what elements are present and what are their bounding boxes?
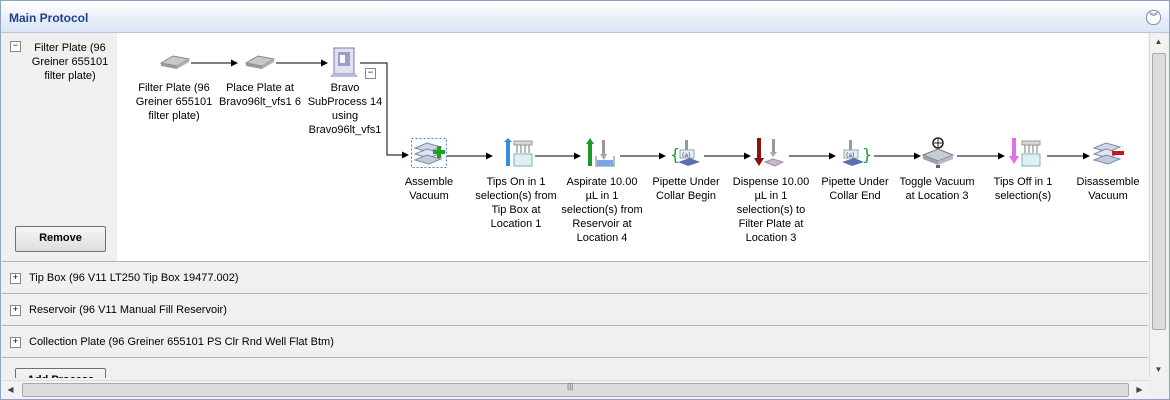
- node-label: Aspirate 10.00 µL in 1 selection(s) from…: [561, 176, 643, 244]
- svg-text:{: {: [670, 145, 680, 164]
- node-label: Tips Off in 1 selection(s): [993, 176, 1053, 202]
- process-row-collection-plate[interactable]: + Collection Plate (96 Greiner 655101 PS…: [2, 325, 1148, 356]
- title-bar: Main Protocol ︾: [1, 1, 1169, 33]
- node-label: Filter Plate (96 Greiner 655101 filter p…: [135, 82, 213, 122]
- add-process-area: Add Process: [2, 357, 1148, 378]
- expand-toggle-icon[interactable]: +: [10, 273, 21, 284]
- scroll-left-icon[interactable]: ◀: [7, 385, 14, 394]
- node-label: Dispense 10.00 µL in 1 selection(s) to F…: [732, 176, 810, 244]
- pipette-begin-icon[interactable]: { (a): [668, 138, 702, 168]
- toggle-vacuum-icon[interactable]: [920, 137, 956, 169]
- window-title: Main Protocol: [9, 11, 89, 25]
- process-row-reservoir[interactable]: + Reservoir (96 V11 Manual Fill Reservoi…: [2, 293, 1148, 324]
- svg-text:(a): (a): [846, 152, 854, 159]
- node-label: Tips On in 1 selection(s) from Tip Box a…: [475, 176, 557, 230]
- node-label: Pipette Under Collar Begin: [652, 176, 720, 202]
- process-header-panel: − Filter Plate (96 Greiner 655101 filter…: [2, 33, 117, 261]
- process-row-label: Tip Box (96 V11 LT250 Tip Box 19477.002): [29, 272, 239, 284]
- scroll-down-icon[interactable]: ▼: [1154, 365, 1163, 374]
- process-row-tip-box[interactable]: + Tip Box (96 V11 LT250 Tip Box 19477.00…: [2, 261, 1148, 292]
- plate-icon[interactable]: [159, 53, 191, 71]
- node-label: Toggle Vacuum at Location 3: [899, 176, 975, 202]
- pipette-end-icon[interactable]: (a) }: [838, 138, 872, 168]
- process-row-label: Reservoir (96 V11 Manual Fill Reservoir): [29, 304, 227, 316]
- scroll-right-icon[interactable]: ▶: [1136, 385, 1143, 394]
- node-label: Place Plate at Bravo96lt_vfs1 6: [219, 82, 301, 108]
- expand-toggle-icon[interactable]: +: [10, 305, 21, 316]
- horizontal-scroll-thumb[interactable]: [22, 383, 1129, 397]
- process-row-label: Collection Plate (96 Greiner 655101 PS C…: [29, 336, 334, 348]
- section-toggle-icon[interactable]: −: [10, 41, 21, 52]
- scroll-grip-icon: |||: [567, 382, 574, 391]
- aspirate-icon[interactable]: [584, 138, 618, 168]
- scroll-up-icon[interactable]: ▲: [1154, 37, 1163, 46]
- dispense-icon[interactable]: [753, 138, 787, 168]
- svg-text:}: }: [862, 145, 872, 164]
- node-label: Bravo SubProcess 14 using Bravo96lt_vfs1: [307, 82, 383, 136]
- process-label: Filter Plate (96 Greiner 655101 filter p…: [31, 42, 109, 82]
- process-canvas: Filter Plate (96 Greiner 655101 filter p…: [117, 33, 1148, 261]
- protocol-content: − Filter Plate (96 Greiner 655101 filter…: [2, 33, 1148, 378]
- node-label: Pipette Under Collar End: [821, 176, 889, 202]
- disassemble-vacuum-icon[interactable]: [1090, 138, 1126, 168]
- flow-arrow: [360, 62, 409, 159]
- tips-off-icon[interactable]: [1006, 138, 1042, 168]
- collapse-chevron-icon[interactable]: ︾: [1146, 10, 1161, 25]
- node-label: Disassemble Vacuum: [1076, 176, 1140, 202]
- expand-toggle-icon[interactable]: +: [10, 337, 21, 348]
- node-label: Assemble Vacuum: [404, 176, 454, 202]
- tips-on-icon[interactable]: [498, 138, 534, 168]
- assemble-vacuum-icon[interactable]: [411, 138, 447, 168]
- flow-arrows: [191, 59, 1090, 160]
- add-process-button[interactable]: Add Process: [15, 368, 106, 378]
- vertical-scroll-thumb[interactable]: [1152, 53, 1166, 330]
- remove-button[interactable]: Remove: [15, 226, 106, 252]
- horizontal-scrollbar[interactable]: ◀ ||| ▶: [2, 380, 1148, 398]
- bravo-device-icon[interactable]: [330, 46, 360, 78]
- vertical-scrollbar[interactable]: ▲ ▼: [1149, 33, 1167, 378]
- plate-icon[interactable]: [244, 53, 276, 71]
- svg-text:(a): (a): [682, 152, 690, 159]
- subprocess-toggle-icon[interactable]: −: [365, 68, 376, 79]
